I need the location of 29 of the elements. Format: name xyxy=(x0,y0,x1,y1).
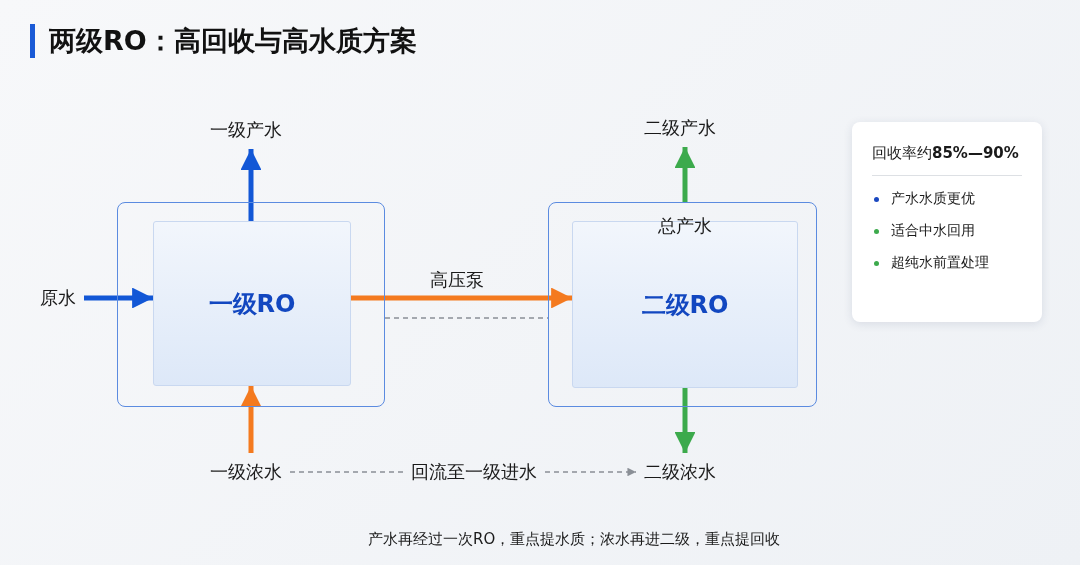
flow-arrow xyxy=(674,147,696,202)
dashed-connector xyxy=(289,471,404,473)
info-card xyxy=(852,122,1042,322)
module-frame xyxy=(117,202,385,407)
stream-label: 原水 xyxy=(40,287,76,309)
dashed-connector xyxy=(384,317,549,319)
flow-arrow xyxy=(240,386,262,453)
list-item: 产水水质更优 xyxy=(891,190,975,208)
flow-arrow xyxy=(84,287,153,309)
stream-label: 回流至一级进水 xyxy=(411,461,537,483)
stream-label: 二级产水 xyxy=(644,117,716,139)
edge-label: 高压泵 xyxy=(429,268,484,292)
module-frame xyxy=(548,202,817,407)
stream-label: 一级产水 xyxy=(210,119,282,141)
flow-arrow xyxy=(351,287,572,309)
list-item: 超纯水前置处理 xyxy=(891,254,989,272)
caption: 产水再经过一次RO，重点提水质；浓水再进二级，重点提回收 xyxy=(368,530,781,549)
card-heading: 回收率约85%—90% xyxy=(872,144,1022,176)
list-item: 适合中水回用 xyxy=(891,222,975,240)
stage-label: 二级RO xyxy=(640,289,730,321)
page-title: 两级RO：高回收与高水质方案 xyxy=(30,24,417,58)
dashed-connector xyxy=(544,467,637,477)
flow-arrow xyxy=(240,149,262,221)
stage-label: 一级RO xyxy=(207,288,297,320)
stream-label: 二级浓水 xyxy=(644,461,716,483)
ro-unit-box xyxy=(153,221,351,386)
stream-label: 一级浓水 xyxy=(210,461,282,483)
stream-label: 总产水 xyxy=(657,214,713,238)
flow-arrow xyxy=(674,388,696,453)
